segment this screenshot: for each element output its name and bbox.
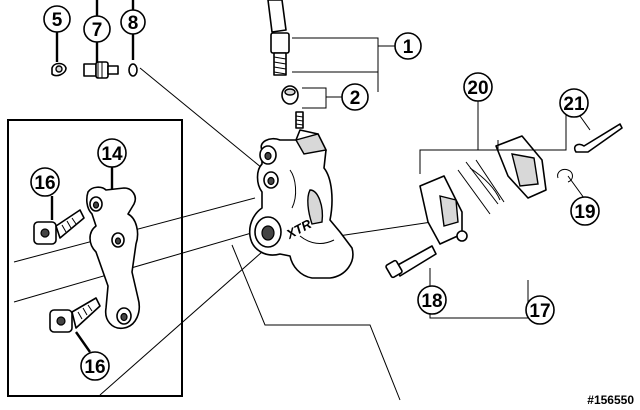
part-7-bleed-nipple (83, 61, 119, 79)
callout-19: 19 (570, 196, 600, 226)
part-2-olive-insert (281, 85, 304, 129)
callout-1-label: 1 (403, 37, 414, 58)
callout-17: 17 (525, 295, 555, 325)
callout-2-label: 2 (350, 88, 361, 109)
callout-8-label: 8 (128, 13, 139, 34)
part-1-hose-fitting (270, 32, 290, 76)
part-19-snap-ring (557, 169, 573, 183)
part-5-bleed-cap (51, 62, 67, 77)
callout-17-label: 17 (529, 301, 550, 322)
callout-16-lower-label: 16 (84, 357, 105, 378)
callout-18-label: 18 (421, 291, 442, 312)
part-20-brake-pads-spring (419, 135, 547, 245)
adapter-kit-frame (7, 119, 183, 397)
callout-20-label: 20 (467, 78, 488, 99)
callout-5: 5 (43, 5, 71, 33)
callout-21-label: 21 (563, 94, 585, 115)
callout-8: 8 (120, 9, 146, 35)
callout-19-label: 19 (574, 202, 595, 223)
callout-1: 1 (394, 32, 422, 60)
callout-21: 21 (559, 88, 589, 118)
callout-18: 18 (417, 285, 447, 315)
callout-2: 2 (341, 83, 369, 111)
part-16-mounting-bolt-upper (33, 209, 85, 245)
callout-5-label: 5 (52, 10, 63, 31)
part-14-mount-adapter (86, 186, 140, 330)
part-16-mounting-bolt-lower (49, 297, 101, 333)
brake-hose (267, 0, 287, 33)
reference-code: #156550 (587, 393, 634, 407)
callout-7: 7 (83, 15, 111, 43)
callout-14-label: 14 (101, 144, 123, 165)
part-21-split-pin (573, 123, 623, 153)
callout-7-label: 7 (92, 20, 103, 41)
callout-20: 20 (463, 72, 493, 102)
part-8-o-ring (128, 63, 138, 77)
part-18-pad-pin (385, 245, 437, 279)
callout-16-lower: 16 (80, 351, 110, 381)
callout-14: 14 (97, 138, 127, 168)
callout-16-upper: 16 (30, 167, 60, 197)
callout-16-upper-label: 16 (34, 173, 55, 194)
alignment-lines (13, 67, 446, 401)
caliper-body: XTR (248, 129, 354, 279)
